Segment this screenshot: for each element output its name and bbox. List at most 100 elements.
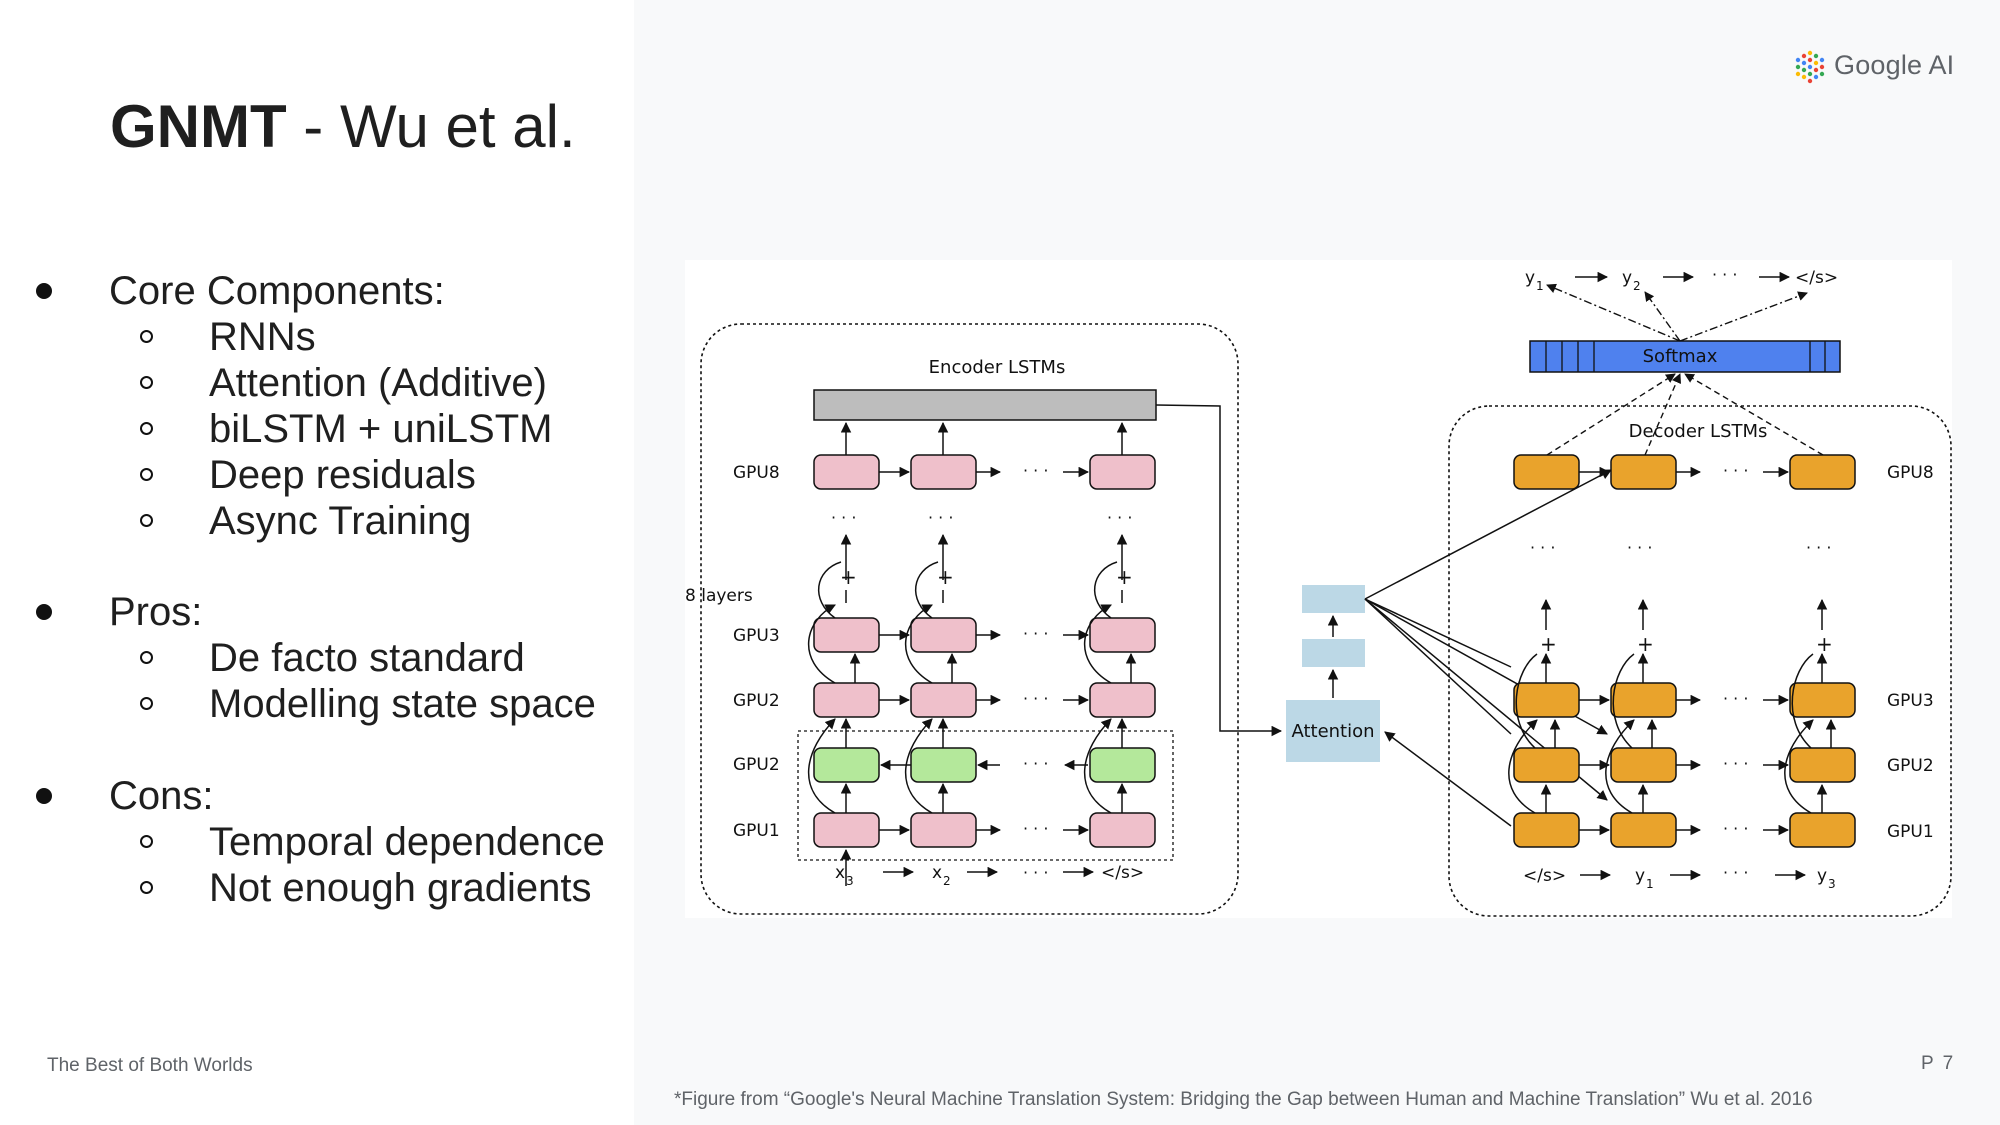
encoder-gpu-label: GPU2 xyxy=(733,755,780,775)
decoder-cell xyxy=(1513,747,1580,783)
encoder-to-attention-arrow xyxy=(1155,404,1283,737)
encoder-cells xyxy=(813,454,1156,848)
encoder-cell xyxy=(1089,812,1156,848)
svg-text:+: + xyxy=(937,565,954,589)
svg-text:· · ·: · · · xyxy=(1530,538,1555,557)
bilstm-boundary xyxy=(797,730,1174,861)
svg-text:+: + xyxy=(1540,632,1557,656)
svg-text:y: y xyxy=(1525,268,1535,288)
encoder-output-bar xyxy=(813,389,1157,421)
svg-text:· · ·: · · · xyxy=(1712,265,1737,284)
svg-text:</s>: </s> xyxy=(1101,863,1144,883)
decoder-to-softmax-arrows xyxy=(1546,373,1824,456)
encoder-gpu-label: GPU3 xyxy=(733,626,780,646)
svg-text:· · ·: · · · xyxy=(1023,754,1048,773)
footer-text: The Best of Both Worlds xyxy=(47,1055,253,1076)
decoder-cells xyxy=(1513,454,1856,848)
circle-bullet-icon xyxy=(140,468,153,481)
bullet-dot-icon xyxy=(36,604,52,620)
circle-bullet-icon xyxy=(140,376,153,389)
encoder-cell xyxy=(1089,682,1156,718)
google-ai-dots-icon xyxy=(1795,50,1825,84)
svg-text:x: x xyxy=(932,863,942,883)
decoder-cell xyxy=(1789,747,1856,783)
svg-text:· · ·: · · · xyxy=(1723,819,1748,838)
encoder-cell xyxy=(813,812,880,848)
attention-layer-box xyxy=(1302,585,1365,613)
svg-text:</s>: </s> xyxy=(1795,268,1838,288)
gnmt-diagram: Encoder LSTMs GPU8 GPU3 GPU2 GPU2 GPU1 8… xyxy=(685,265,1952,917)
svg-text:y: y xyxy=(1635,866,1645,886)
encoder-cell xyxy=(1089,454,1156,490)
logo-text: Google AI xyxy=(1834,50,1955,80)
gnmt-architecture-figure: Encoder LSTMs GPU8 GPU3 GPU2 GPU2 GPU1 8… xyxy=(685,260,1952,918)
svg-text:· · ·: · · · xyxy=(1806,538,1831,557)
softmax-bar xyxy=(1529,340,1841,373)
decoder-cell xyxy=(1789,682,1856,718)
attention-box xyxy=(1286,700,1380,762)
svg-text:+: + xyxy=(840,565,857,589)
circle-bullet-icon xyxy=(140,881,153,894)
attention-label: Attention xyxy=(1291,721,1374,742)
decoder-ellipses: · · · · · · · · · · · · · · · · · · · · … xyxy=(1530,461,1831,838)
svg-text:GPU3: GPU3 xyxy=(1887,691,1934,711)
softmax-dividers xyxy=(1545,341,1826,372)
svg-text:y: y xyxy=(1622,268,1632,288)
svg-text:GPU8: GPU8 xyxy=(1887,463,1934,483)
decoder-cell xyxy=(1610,812,1677,848)
svg-text:· · ·: · · · xyxy=(1023,624,1048,643)
attention-layer-box xyxy=(1302,639,1365,667)
decoder-cell xyxy=(1610,682,1677,718)
encoder-gpu-label: GPU1 xyxy=(733,821,780,841)
encoder-boundary xyxy=(700,323,1239,915)
svg-text:· · ·: · · · xyxy=(1723,863,1748,882)
svg-text:+: + xyxy=(1637,632,1654,656)
encoder-cell xyxy=(910,682,977,718)
title-rest: - Wu et al. xyxy=(286,93,576,160)
encoder-gpu-label: GPU2 xyxy=(733,691,780,711)
decoder-cell xyxy=(1610,747,1677,783)
page-number: P 7 xyxy=(1921,1053,1956,1074)
encoder-cell xyxy=(813,682,880,718)
svg-text:3: 3 xyxy=(1828,877,1836,891)
svg-text:2: 2 xyxy=(943,874,951,888)
decoder-residual-plus: + + + xyxy=(1540,632,1833,656)
bilstm-cell xyxy=(910,747,977,783)
svg-text:· · ·: · · · xyxy=(1023,461,1048,480)
encoder-residual-plus: + + + xyxy=(840,565,1133,589)
decoder-gpu-labels: GPU8 GPU3 GPU2 GPU1 xyxy=(1887,463,1934,842)
decoder-boundary xyxy=(1448,405,1952,917)
encoder-cell xyxy=(813,617,880,653)
decoder-cell xyxy=(1610,454,1677,490)
softmax-to-output-arrows xyxy=(1546,283,1808,342)
svg-text:· · ·: · · · xyxy=(1023,689,1048,708)
svg-text:· · ·: · · · xyxy=(928,508,953,527)
circle-bullet-icon xyxy=(140,835,153,848)
circle-bullet-icon xyxy=(140,330,153,343)
figure-caption: *Figure from “Google's Neural Machine Tr… xyxy=(674,1089,1813,1110)
softmax-label: Softmax xyxy=(1643,346,1718,367)
encoder-gpu-label: GPU8 xyxy=(733,463,780,483)
layers-label: 8 layers xyxy=(685,586,753,606)
encoder-cell xyxy=(910,454,977,490)
svg-text:x: x xyxy=(835,863,845,883)
encoder-cell xyxy=(910,812,977,848)
circle-bullet-icon xyxy=(140,651,153,664)
decoder-cell xyxy=(1513,682,1580,718)
svg-text:</s>: </s> xyxy=(1523,866,1566,886)
svg-text:· · ·: · · · xyxy=(1627,538,1652,557)
circle-bullet-icon xyxy=(140,697,153,710)
google-ai-logo: Google AI xyxy=(1794,50,1954,86)
svg-text:· · ·: · · · xyxy=(1723,754,1748,773)
encoder-label: Encoder LSTMs xyxy=(929,357,1066,378)
decoder-label: Decoder LSTMs xyxy=(1629,421,1768,442)
decoder-cell xyxy=(1513,812,1580,848)
slide-title: GNMT - Wu et al. xyxy=(110,92,576,162)
encoder-cell xyxy=(813,454,880,490)
encoder-vertical-arrows xyxy=(807,421,1137,886)
encoder-horizontal-arrows xyxy=(879,466,1090,836)
svg-text:+: + xyxy=(1816,632,1833,656)
